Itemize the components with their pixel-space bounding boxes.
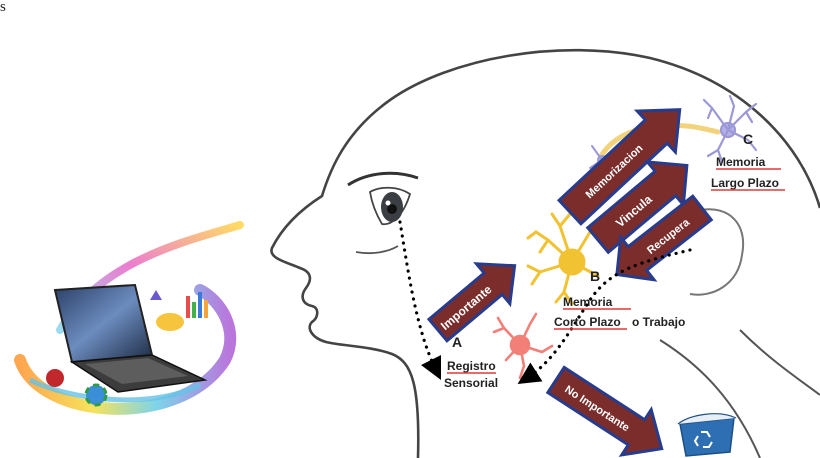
- label-corto-plazo: Corto Plazo: [554, 315, 621, 329]
- neck-line-2: [740, 330, 820, 395]
- neuron-a-icon: [494, 314, 552, 378]
- face-inner-line: [356, 246, 398, 253]
- label-a: A: [452, 334, 462, 350]
- label-memoria-b: Memoria: [563, 295, 613, 309]
- label-c: C: [743, 131, 753, 147]
- arrow-no-importante: No Importante: [541, 357, 676, 458]
- laptop-swirl-icon: [20, 225, 240, 409]
- label-sensorial: Sensorial: [444, 376, 498, 390]
- label-memoria-c: Memoria: [716, 155, 766, 169]
- eye-icon: [348, 173, 418, 224]
- arrow-importante: Importante: [421, 246, 531, 350]
- head-outline: [271, 50, 820, 458]
- label-o-trabajo: o Trabajo: [632, 315, 685, 329]
- label-largo-plazo: Largo Plazo: [711, 176, 779, 190]
- label-registro: Registro: [447, 359, 496, 373]
- label-b: B: [590, 268, 600, 284]
- dotted-arrow-eye-to-registro: [400, 222, 436, 370]
- recycle-bin-icon: [678, 414, 736, 456]
